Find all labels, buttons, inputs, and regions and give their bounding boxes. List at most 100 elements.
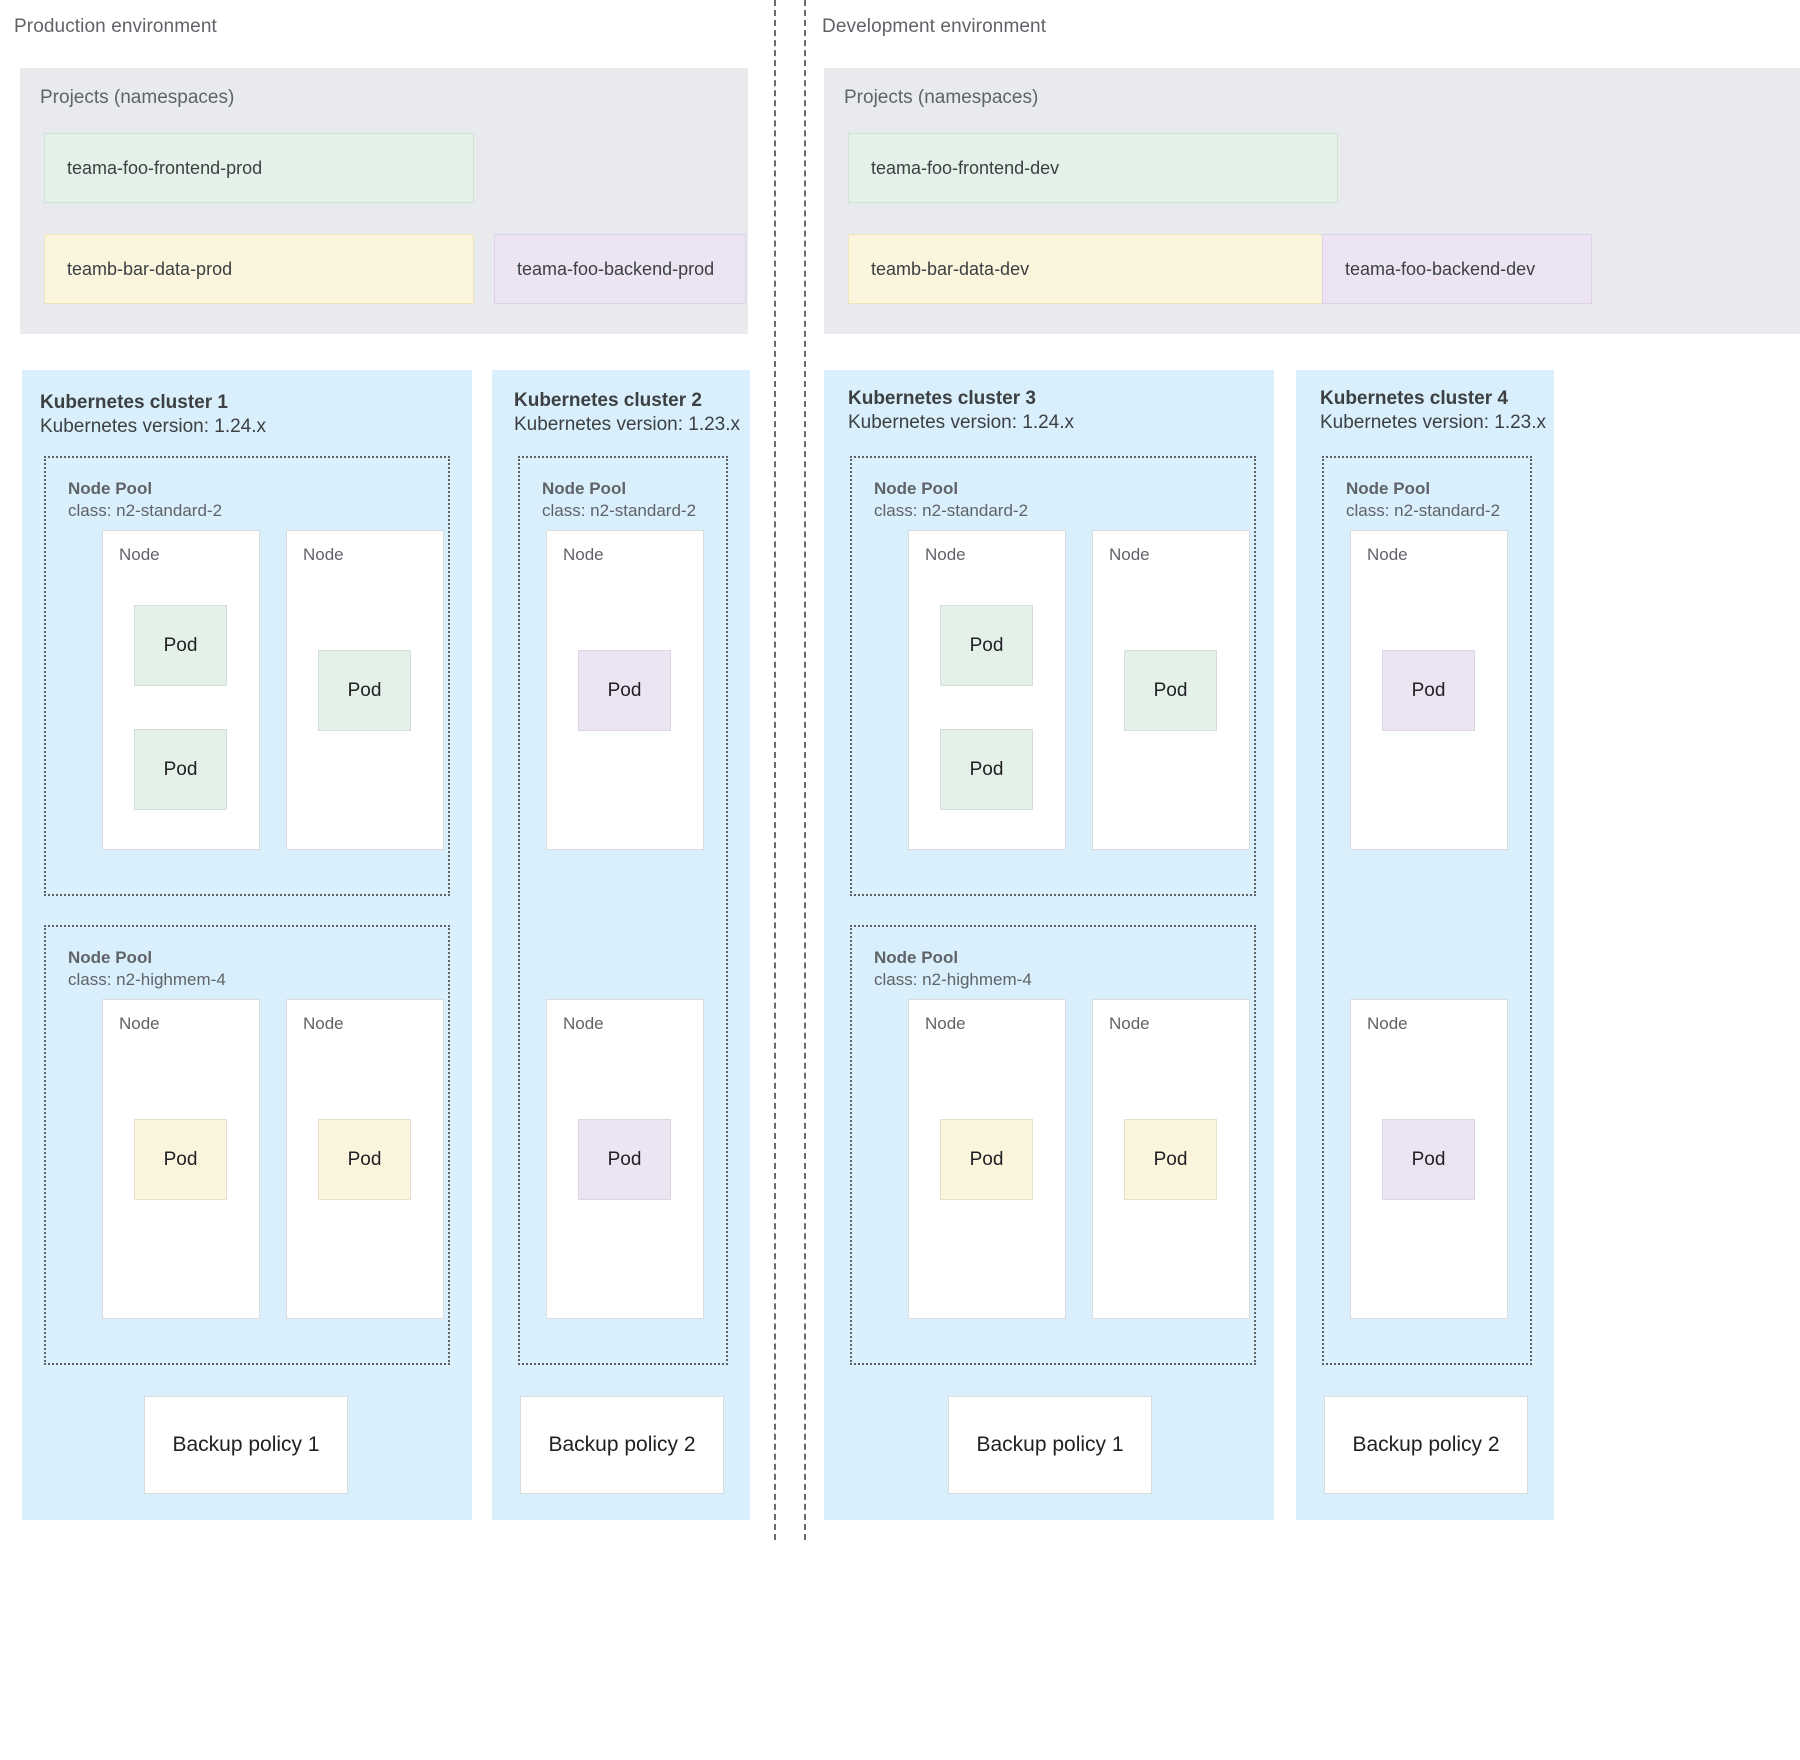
env-title-production: Production environment [14, 16, 217, 37]
node-box: Node Pod [286, 999, 444, 1319]
pod-box[interactable]: Pod [1124, 1119, 1217, 1200]
pod-label: Pod [1411, 1148, 1446, 1170]
node-pool-title: Node Pool [68, 948, 153, 967]
node-box: Node Pod Pod [908, 530, 1066, 850]
node-pool-class: class: n2-highmem-4 [874, 970, 1032, 989]
namespace-label: teama-foo-frontend-prod [67, 157, 263, 178]
namespace-label: teamb-bar-data-prod [67, 258, 233, 279]
pod-label: Pod [1153, 679, 1188, 701]
cluster-title: Kubernetes cluster 4 [1320, 388, 1508, 409]
pod-label: Pod [969, 1148, 1004, 1170]
node-box: Node Pod [1092, 530, 1250, 850]
node-box: Node Pod [546, 999, 704, 1319]
projects-panel-development: Projects (namespaces) teama-foo-frontend… [824, 68, 1800, 334]
node-label: Node [303, 1014, 344, 1033]
node-label: Node [563, 545, 604, 564]
pod-label: Pod [163, 634, 198, 656]
node-box: Node Pod [1350, 999, 1508, 1319]
pod-label: Pod [163, 758, 198, 780]
node-pool-2: Node Pool class: n2-highmem-4 Node Pod N… [850, 925, 1256, 1365]
cluster-panel-1: Kubernetes cluster 1 Kubernetes version:… [22, 370, 472, 1520]
projects-panel-production: Projects (namespaces) teama-foo-frontend… [20, 68, 748, 334]
namespace-box[interactable]: teama-foo-frontend-prod [44, 133, 474, 203]
node-box: Node Pod [1092, 999, 1250, 1319]
projects-label-development: Projects (namespaces) [844, 87, 1039, 108]
node-box: Node Pod [286, 530, 444, 850]
node-box: Node Pod Pod [102, 530, 260, 850]
node-pool-1: Node Pool class: n2-standard-2 Node Pod … [850, 456, 1256, 896]
node-label: Node [1367, 1014, 1408, 1033]
pod-label: Pod [1153, 1148, 1188, 1170]
node-pool-1: Node Pool class: n2-standard-2 Node Pod … [44, 456, 450, 896]
cluster-version: Kubernetes version: 1.23.x [514, 414, 741, 435]
node-box: Node Pod [546, 530, 704, 850]
backup-policy-box[interactable]: Backup policy 1 [948, 1396, 1152, 1494]
namespace-box[interactable]: teamb-bar-data-dev [848, 234, 1338, 304]
pod-box[interactable]: Pod [578, 1119, 671, 1200]
env-title-development: Development environment [822, 16, 1047, 37]
projects-label-production: Projects (namespaces) [40, 87, 235, 108]
pod-box[interactable]: Pod [940, 605, 1033, 686]
namespace-box[interactable]: teama-foo-frontend-dev [848, 133, 1338, 203]
node-pool-1: Node Pool class: n2-standard-2 Node Pod … [518, 456, 728, 1365]
node-label: Node [925, 1014, 966, 1033]
pod-box[interactable]: Pod [940, 729, 1033, 810]
namespace-label: teama-foo-backend-dev [1345, 258, 1536, 279]
pod-label: Pod [347, 679, 382, 701]
namespace-box[interactable]: teama-foo-backend-dev [1322, 234, 1592, 304]
pod-label: Pod [1411, 679, 1446, 701]
pod-label: Pod [607, 1148, 642, 1170]
node-pool-1: Node Pool class: n2-standard-2 Node Pod … [1322, 456, 1532, 1365]
node-pool-title: Node Pool [874, 479, 959, 498]
pod-label: Pod [969, 758, 1004, 780]
node-box: Node Pod [908, 999, 1066, 1319]
pod-box[interactable]: Pod [578, 650, 671, 731]
pod-label: Pod [969, 634, 1004, 656]
node-label: Node [1109, 545, 1150, 564]
backup-policy-box[interactable]: Backup policy 2 [1324, 1396, 1528, 1494]
node-pool-title: Node Pool [874, 948, 959, 967]
cluster-title: Kubernetes cluster 2 [514, 390, 702, 411]
node-pool-class: class: n2-standard-2 [1346, 501, 1501, 520]
cluster-panel-4: Kubernetes cluster 4 Kubernetes version:… [1296, 370, 1554, 1520]
pod-label: Pod [607, 679, 642, 701]
namespace-label: teama-foo-frontend-dev [871, 157, 1060, 178]
node-label: Node [119, 545, 160, 564]
environment-divider-right [804, 0, 806, 1540]
cluster-version: Kubernetes version: 1.24.x [848, 412, 1075, 433]
node-pool-title: Node Pool [1346, 479, 1431, 498]
node-label: Node [563, 1014, 604, 1033]
node-label: Node [925, 545, 966, 564]
backup-policy-box[interactable]: Backup policy 2 [520, 1396, 724, 1494]
node-pool-2: Node Pool class: n2-highmem-4 Node Pod N… [44, 925, 450, 1365]
node-box: Node Pod [102, 999, 260, 1319]
pod-box[interactable]: Pod [1382, 650, 1475, 731]
pod-box[interactable]: Pod [134, 605, 227, 686]
pod-box[interactable]: Pod [1382, 1119, 1475, 1200]
pod-box[interactable]: Pod [134, 1119, 227, 1200]
node-pool-title: Node Pool [68, 479, 153, 498]
pod-box[interactable]: Pod [318, 1119, 411, 1200]
cluster-title: Kubernetes cluster 3 [848, 388, 1036, 409]
node-pool-title: Node Pool [542, 479, 627, 498]
pod-box[interactable]: Pod [1124, 650, 1217, 731]
namespace-box[interactable]: teamb-bar-data-prod [44, 234, 474, 304]
node-label: Node [1109, 1014, 1150, 1033]
cluster-panel-3: Kubernetes cluster 3 Kubernetes version:… [824, 370, 1274, 1520]
namespace-box[interactable]: teama-foo-backend-prod [494, 234, 746, 304]
cluster-version: Kubernetes version: 1.23.x [1320, 412, 1547, 433]
cluster-title: Kubernetes cluster 1 [40, 392, 228, 413]
cluster-panel-2: Kubernetes cluster 2 Kubernetes version:… [492, 370, 750, 1520]
node-pool-class: class: n2-standard-2 [542, 501, 697, 520]
node-pool-class: class: n2-standard-2 [68, 501, 223, 520]
environment-divider-left [774, 0, 776, 1540]
pod-box[interactable]: Pod [318, 650, 411, 731]
node-label: Node [1367, 545, 1408, 564]
namespace-label: teama-foo-backend-prod [517, 258, 715, 279]
node-pool-class: class: n2-standard-2 [874, 501, 1029, 520]
pod-box[interactable]: Pod [134, 729, 227, 810]
backup-policy-box[interactable]: Backup policy 1 [144, 1396, 348, 1494]
node-box: Node Pod [1350, 530, 1508, 850]
pod-label: Pod [347, 1148, 382, 1170]
pod-box[interactable]: Pod [940, 1119, 1033, 1200]
